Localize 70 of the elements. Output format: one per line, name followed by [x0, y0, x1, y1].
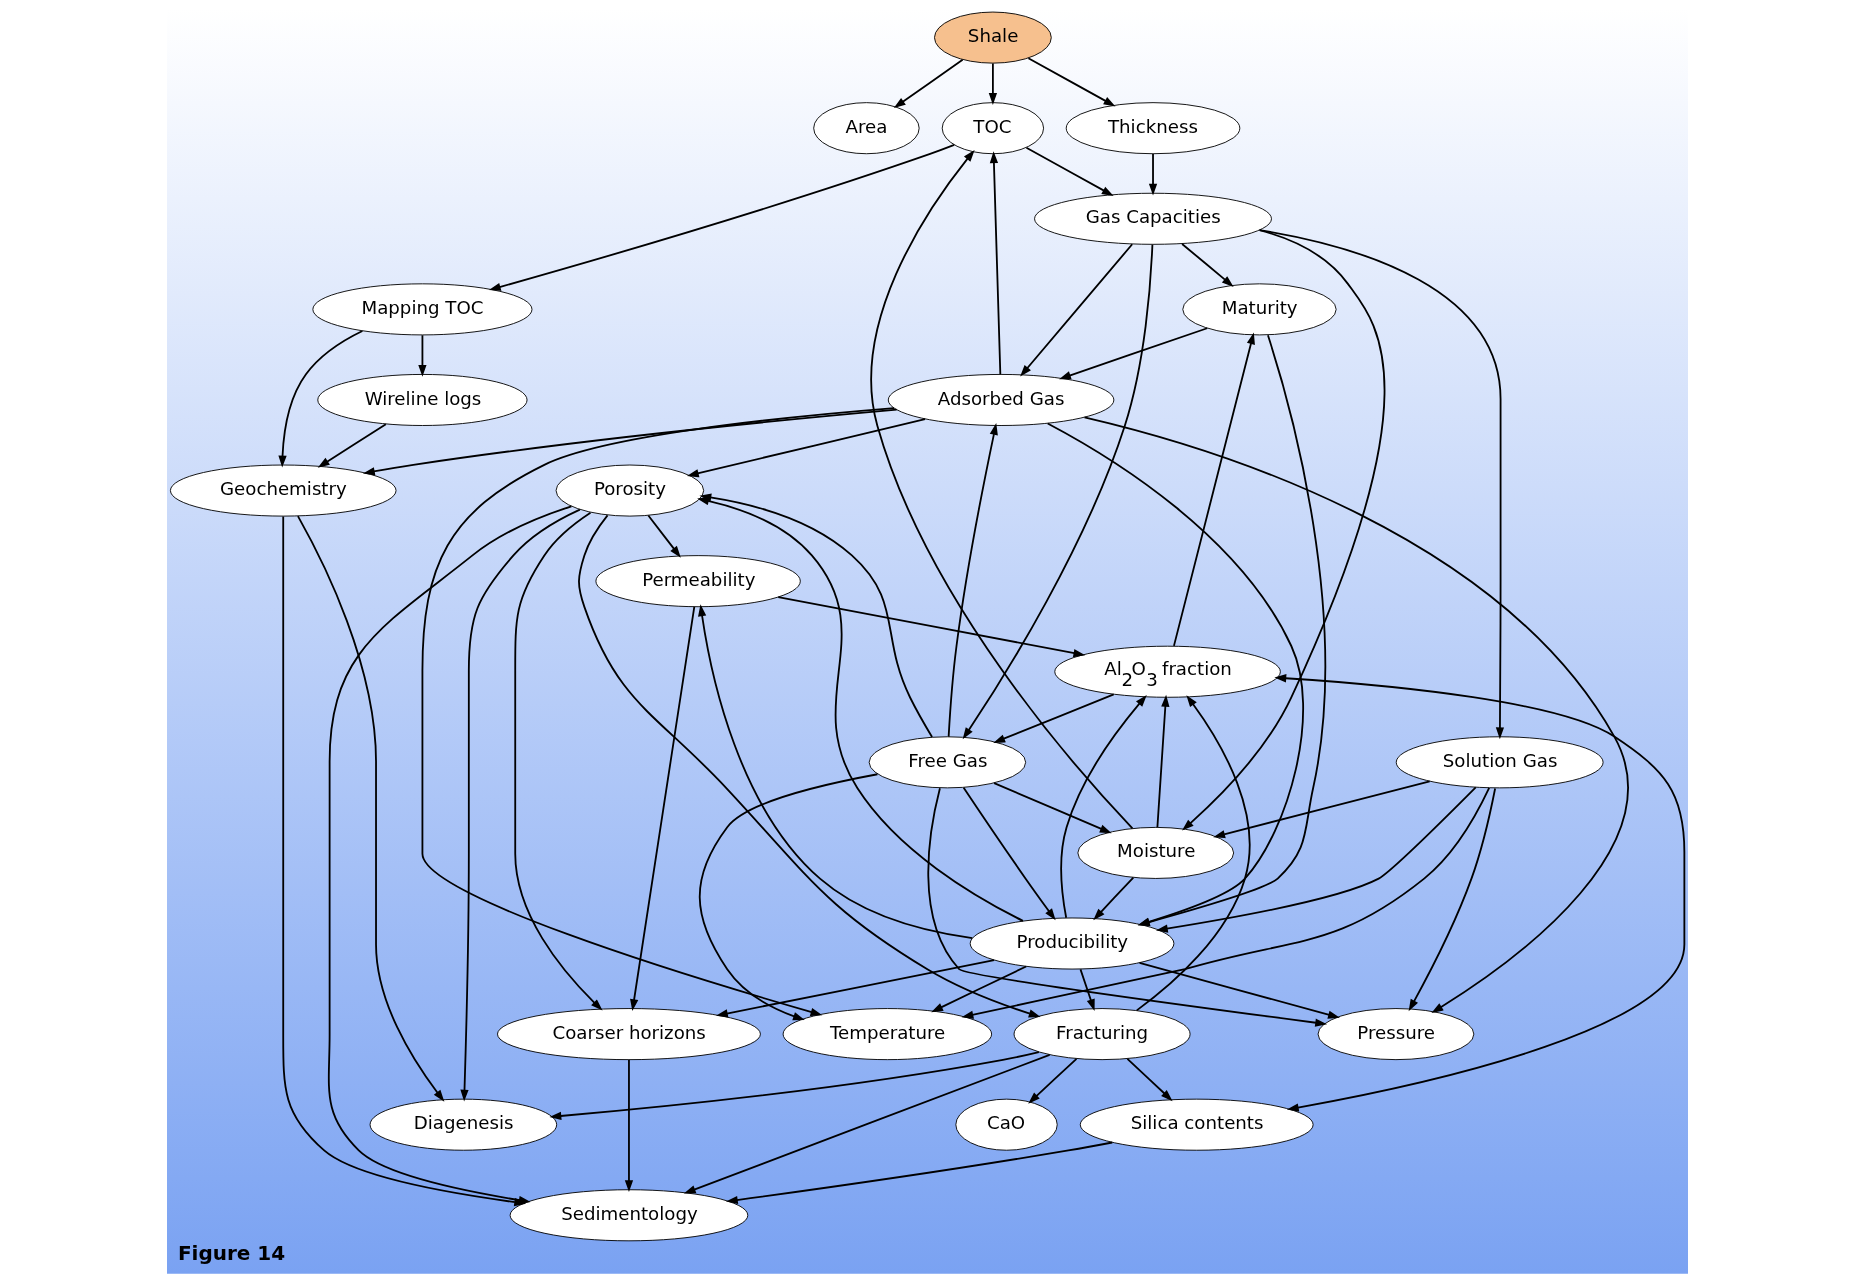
arrow — [1028, 1057, 1078, 1104]
arrow — [698, 773, 879, 1021]
arrow — [931, 965, 1028, 1013]
arrow — [514, 511, 603, 1011]
node-ellipse: Shale — [934, 11, 1052, 64]
node-ellipse: Wireline logs — [317, 373, 528, 426]
arrow — [362, 408, 898, 476]
node-ellipse: CaO — [955, 1098, 1058, 1151]
arrow — [947, 423, 998, 738]
arrow — [715, 959, 995, 1018]
arrow — [893, 58, 964, 109]
arrow — [725, 1141, 1114, 1205]
arrow — [1060, 695, 1147, 919]
arrow — [1027, 57, 1116, 107]
arrow — [697, 497, 1024, 922]
arrow — [1408, 787, 1497, 1012]
node-ellipse: Porosity — [555, 464, 705, 517]
node-ellipse: Diagenesis — [369, 1098, 558, 1151]
arrow — [1156, 694, 1170, 828]
node-ellipse: Silica contents — [1079, 1098, 1314, 1151]
arrow — [686, 418, 926, 478]
arrow — [418, 334, 427, 377]
node-ellipse: Permeability — [595, 555, 801, 608]
arrow — [1173, 332, 1255, 647]
arrow — [647, 514, 681, 558]
arrow — [1155, 786, 1477, 933]
arrow — [988, 62, 998, 105]
arrow — [630, 606, 696, 1012]
arrow — [1093, 876, 1135, 921]
arrow — [624, 1059, 634, 1193]
arrow — [993, 693, 1115, 743]
arrow — [1079, 968, 1095, 1012]
arrow — [1126, 1057, 1173, 1102]
arrow — [488, 144, 956, 291]
arrow — [297, 515, 445, 1102]
node-ellipse: Gas Capacities — [1034, 192, 1272, 245]
arrow — [1182, 229, 1386, 831]
arrow — [993, 782, 1112, 834]
arrow — [777, 596, 1086, 658]
node-ellipse: Solution Gas — [1395, 736, 1604, 789]
arrow — [962, 786, 1056, 921]
arrow — [421, 407, 895, 1016]
arrow — [1138, 962, 1340, 1019]
arrow — [1020, 243, 1134, 377]
node-ellipse: Thickness — [1065, 102, 1241, 155]
arrow — [989, 151, 1002, 376]
arrow — [870, 149, 1134, 830]
arrow — [927, 787, 1328, 1027]
arrow — [549, 1051, 1040, 1121]
arrow — [317, 423, 387, 468]
node-ellipse: TOC — [941, 102, 1045, 155]
arrow — [1148, 153, 1158, 196]
node-ellipse: Sedimentology — [509, 1189, 749, 1242]
arrow — [1258, 229, 1505, 740]
arrow — [1213, 780, 1431, 839]
arrow — [1083, 416, 1629, 1014]
node-ellipse: Maturity — [1182, 283, 1337, 336]
arrow — [460, 508, 581, 1102]
arrow — [962, 243, 1154, 740]
arrow — [278, 330, 364, 468]
arrow — [683, 1054, 1051, 1194]
node-ellipse: Area — [813, 102, 920, 155]
arrow — [578, 514, 1041, 1018]
arrow — [1274, 674, 1686, 1112]
arrow — [1059, 327, 1209, 380]
arrow — [1025, 146, 1114, 197]
arrow — [961, 787, 1491, 1019]
arrow — [1181, 243, 1234, 287]
arrow — [698, 604, 974, 940]
caption: Figure 14 — [177, 1240, 286, 1265]
